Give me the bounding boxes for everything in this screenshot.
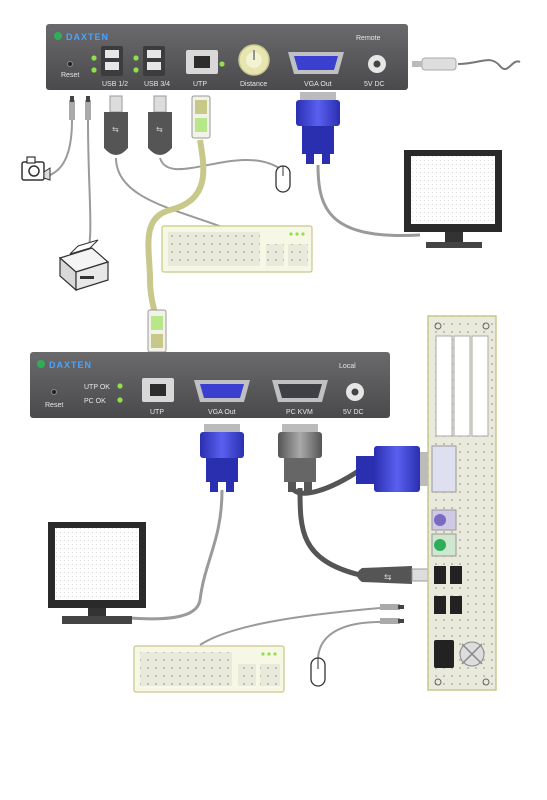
usb-port-icon [105, 50, 119, 58]
pc-kvm-plug-icon [278, 424, 322, 492]
local-pc-ok-label: PC OK [84, 398, 106, 405]
local-unit: DAXTEN Local Reset UTP OK PC OK UTP VGA … [30, 352, 390, 418]
power-plug-icon [412, 57, 457, 71]
mouse-cable-remote [159, 157, 283, 171]
printer-cable [84, 119, 92, 263]
daxten-logo-icon [54, 32, 62, 40]
local-reset-label: Reset [45, 402, 63, 409]
usb-port-icon [450, 566, 462, 584]
local-dc-label: 5V DC [343, 409, 364, 416]
vga-cable-remote [316, 164, 421, 238]
daxten-logo-icon [37, 360, 45, 368]
remote-usb34-label: USB 3/4 [144, 81, 170, 88]
remote-reset-label: Reset [61, 72, 79, 79]
local-vga-out-label: VGA Out [208, 409, 236, 416]
led-icon [91, 55, 97, 61]
vga-plug-icon [296, 92, 340, 164]
local-utp-label: UTP [150, 409, 164, 416]
usb-plug-icon: ⇆ [148, 95, 172, 155]
printer-icon [58, 239, 110, 292]
pc-vga-plug-icon [356, 446, 430, 492]
mini-usb-plug-icon [85, 96, 91, 120]
mouse-cable-local [317, 621, 381, 659]
usb-port-icon [434, 566, 446, 584]
mini-usb-plug-icon [69, 96, 75, 120]
ps2-port-icon [434, 514, 446, 526]
local-brand: DAXTEN [49, 360, 92, 370]
pc-kvm-port-icon [278, 384, 322, 398]
svg-text:⇆: ⇆ [112, 125, 119, 134]
local-utp-ok-label: UTP OK [84, 384, 110, 391]
usb-plug-icon: ⇆ [104, 95, 128, 155]
pc-vga-port-icon [431, 445, 457, 493]
remote-distance-label: Distance [240, 81, 267, 88]
remote-dc-label: 5V DC [364, 81, 385, 88]
reset-button[interactable] [51, 389, 57, 395]
pc-tower-icon [427, 315, 497, 691]
usb-port-icon [105, 62, 119, 70]
monitor-icon [404, 150, 502, 248]
cables [39, 59, 521, 659]
ps2-port-icon [434, 539, 446, 551]
mouse-icon [275, 165, 291, 193]
usb-port-icon [147, 62, 161, 70]
local-tag: Local [339, 363, 356, 370]
remote-usb12-label: USB 1/2 [102, 81, 128, 88]
svg-text:⇆: ⇆ [384, 573, 392, 583]
power-socket-icon [434, 640, 454, 668]
pc-usb-cable [297, 487, 361, 578]
rj45-plug-icon [191, 95, 211, 139]
pc-usb-plug-icon: ⇆ [357, 566, 431, 584]
remote-vga-out-label: VGA Out [304, 81, 332, 88]
keyboard-icon [133, 645, 285, 693]
usb-port-icon [434, 596, 446, 614]
led-icon [91, 67, 97, 73]
vga-cable-local [129, 489, 224, 621]
mini-usb-plug-icon [380, 618, 404, 624]
mouse-icon [310, 657, 326, 687]
remote-tag: Remote [356, 35, 381, 42]
vga-port-icon [200, 384, 244, 398]
local-pc-kvm-label: PC KVM [286, 409, 313, 416]
usb-port-icon [450, 596, 462, 614]
led-icon [219, 61, 225, 67]
utp-cable [145, 139, 207, 316]
vga-port-icon [294, 56, 338, 70]
remote-utp-label: UTP [193, 81, 207, 88]
keyboard-icon [161, 225, 313, 273]
camera-cable [39, 119, 73, 179]
mini-usb-plug-icon [380, 604, 404, 610]
keyboard-cable-remote [115, 157, 231, 231]
reset-button[interactable] [67, 61, 73, 67]
usb-port-icon [147, 50, 161, 58]
remote-brand: DAXTEN [66, 32, 109, 42]
led-icon [117, 397, 123, 403]
vga-plug-icon [200, 424, 244, 492]
monitor-icon [48, 522, 146, 624]
led-icon [117, 383, 123, 389]
camera-icon [21, 156, 51, 181]
power-cable [457, 59, 521, 71]
keyboard-cable-local [199, 607, 381, 646]
svg-text:⇆: ⇆ [156, 125, 163, 134]
remote-unit: DAXTEN Remote Reset USB 1/2 USB 3/4 UTP … [46, 24, 408, 90]
led-icon [133, 67, 139, 73]
rj45-plug-icon [147, 309, 167, 353]
led-icon [133, 55, 139, 61]
